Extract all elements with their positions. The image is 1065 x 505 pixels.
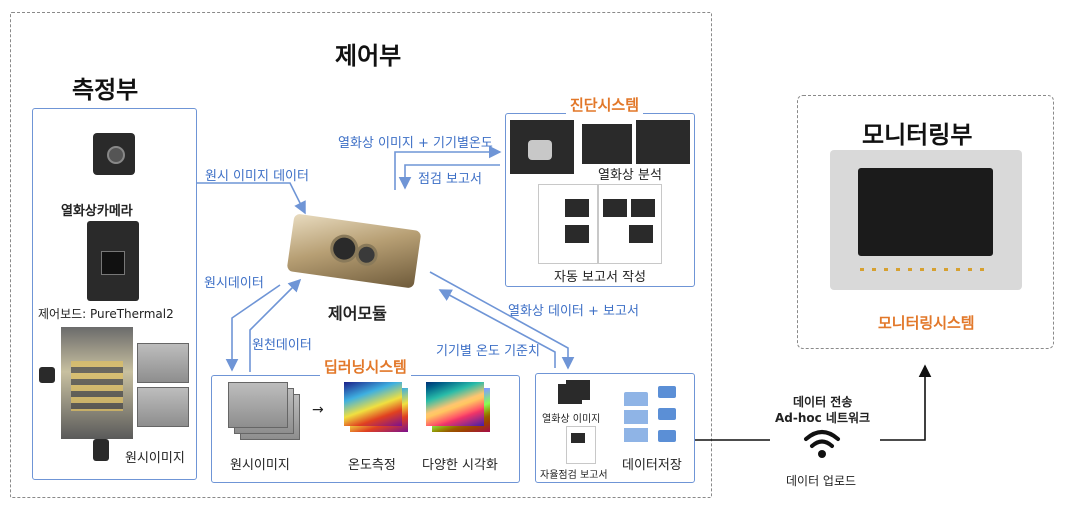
board-chip (101, 251, 125, 275)
storage-thumb-2 (558, 384, 582, 404)
deeplearning-title: 딥러닝시스템 (320, 356, 411, 377)
diagnosis-title: 진단시스템 (566, 94, 644, 115)
storage-thermal-label: 열화상 이미지 (542, 414, 601, 425)
upload-label: 데이터 업로드 (786, 474, 857, 488)
report-doc-2 (598, 184, 662, 264)
flow-raw-image-data: 원시 이미지 데이터 (205, 169, 309, 184)
temp-stack-1 (344, 382, 402, 426)
control-module-label: 제어모듈 (328, 304, 387, 323)
network-line2: Ad-hoc 네트워크 (775, 411, 871, 425)
arrow-raw-image (196, 182, 306, 215)
storage-label: 데이터저장 (622, 458, 682, 473)
folder-icon-3 (658, 430, 676, 442)
step1-label: 원시이미지 (230, 458, 290, 473)
monitoring-system-title: 모니터링시스템 (878, 314, 975, 332)
monitor-device (830, 150, 1022, 290)
board-label: 제어보드: PureThermal2 (38, 307, 174, 321)
analysis-label: 열화상 분석 (598, 168, 662, 183)
camera-label: 열화상카메라 (61, 204, 133, 219)
flow-raw-data: 원시데이터 (204, 276, 264, 291)
arrow-from-storage (438, 289, 556, 368)
storage-report-label: 자율점검 보고서 (540, 470, 608, 481)
auto-report-label: 자동 보고서 작성 (554, 270, 646, 285)
flow-inspection-report: 점검 보고서 (418, 172, 482, 187)
small-camera-1 (39, 367, 55, 383)
deeplearning-panel: 딥러닝시스템 원시이미지 → 온도측정 다양한 시각화 (211, 356, 520, 483)
step-arrow-icon: → (312, 402, 324, 418)
step3-label: 다양한 시각화 (422, 458, 498, 473)
measure-panel: 열화상카메라 제어보드: PureThermal2 원시이미지 (32, 108, 197, 480)
raw-image-label: 원시이미지 (125, 451, 185, 466)
monitor-led-strip (860, 268, 990, 271)
flow-thermal-data-report: 열화상 데이터 + 보고서 (508, 304, 639, 319)
arrow-to-monitoring (880, 364, 932, 441)
storage-doc (566, 426, 596, 464)
arrow-from-diagnosis (398, 164, 500, 190)
analysis-image-3 (636, 120, 690, 164)
wifi-icon (803, 426, 841, 462)
monitoring-title: 모니터링부 (862, 121, 973, 149)
flow-thermal-plus-temp: 열화상 이미지 + 기기별온도 (338, 136, 493, 151)
folder-icon-2 (658, 408, 676, 420)
diagnosis-panel: 진단시스템 열화상 분석 자동 보고서 작성 (505, 94, 695, 287)
raw-thumb-2 (137, 387, 189, 427)
storage-panel: 열화상 이미지 자율점검 보고서 데이터저장 (535, 373, 695, 483)
network-line1: 데이터 전송 (793, 395, 853, 409)
panel-photo (61, 327, 133, 439)
control-board-image (87, 221, 139, 301)
monitoring-frame (797, 95, 1054, 349)
camera-lens (107, 146, 125, 164)
thermal-camera-image (93, 133, 135, 175)
database-icon (624, 392, 648, 446)
monitor-screen (858, 168, 993, 256)
arrow-raw-data-up (249, 278, 302, 372)
viz-stack-1 (426, 382, 484, 426)
folder-icon-1 (658, 386, 676, 398)
flow-device-temp-criteria: 기기별 온도 기준치 (436, 344, 540, 359)
flow-raw-data-2: 원천데이터 (252, 338, 312, 353)
measure-title: 측정부 (72, 76, 139, 104)
step2-label: 온도측정 (348, 458, 396, 473)
raw-stack-1 (228, 382, 288, 428)
analysis-image-1 (510, 120, 574, 174)
arrow-to-diagnosis (394, 145, 502, 190)
analysis-image-2 (582, 124, 632, 164)
raw-thumb-1 (137, 343, 189, 383)
control-title: 제어부 (335, 42, 402, 70)
control-frame (10, 12, 712, 498)
report-doc-1 (538, 184, 598, 264)
small-camera-2 (93, 439, 109, 461)
arrow-to-storage (429, 271, 575, 370)
arrow-raw-data-down (225, 284, 281, 372)
